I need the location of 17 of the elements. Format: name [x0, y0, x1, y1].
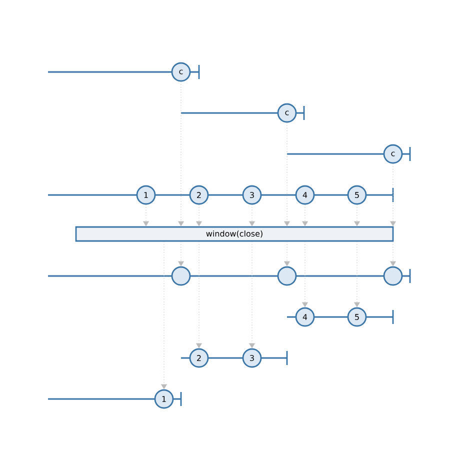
marble: c [383, 144, 403, 164]
marble: 3 [242, 185, 262, 205]
marble: 5 [347, 307, 367, 327]
marble [171, 266, 191, 286]
operator-box: window(close) [75, 226, 394, 242]
marble: c [171, 62, 191, 82]
marble: 1 [136, 185, 156, 205]
marble: 5 [347, 185, 367, 205]
marble: 4 [295, 307, 315, 327]
marble: 3 [242, 348, 262, 368]
marble [277, 266, 297, 286]
marble [383, 266, 403, 286]
marble: 2 [189, 348, 209, 368]
marble: c [277, 103, 297, 123]
marble: 1 [154, 389, 174, 409]
marble: 2 [189, 185, 209, 205]
marble: 4 [295, 185, 315, 205]
